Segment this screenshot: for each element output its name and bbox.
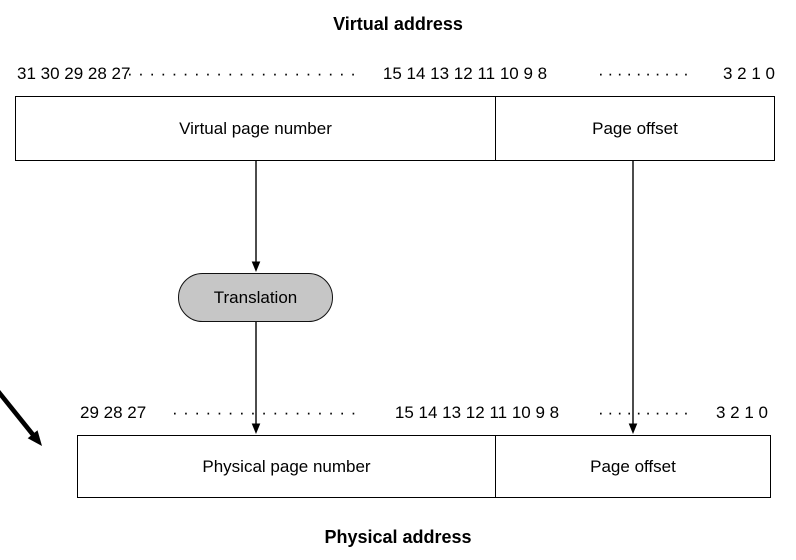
offset-to-offset-arrow: [628, 161, 638, 434]
physical-bits-middle: 15 14 13 12 11 10 9 8: [394, 403, 560, 422]
physical-address-box: Physical page number Page offset: [77, 435, 771, 498]
virtual-bits-middle: 15 14 13 12 11 10 9 8: [382, 64, 548, 83]
virtual-address-box: Virtual page number Page offset: [15, 96, 775, 161]
physical-bits-low: 3 2 1 0: [716, 403, 768, 422]
virtual-bits-ellipsis-right: ··········: [598, 64, 688, 83]
physical-bits-ellipsis-left: ··················: [172, 403, 357, 422]
physical-bits-ellipsis-right: ··········: [598, 403, 688, 422]
virtual-bits-low: 3 2 1 0: [723, 64, 775, 83]
vpn-to-translation-arrow: [251, 161, 261, 272]
physical-bits-high: 29 28 27: [80, 403, 147, 422]
virtual-address-title: Virtual address: [333, 14, 463, 34]
virtual-page-offset-field: Page offset: [592, 118, 678, 138]
figure-callout-arrow: [0, 390, 42, 446]
translation-bubble: Translation: [178, 273, 333, 322]
virtual-bits-high: 31 30 29 28 27: [17, 64, 131, 83]
physical-address-title: Physical address: [324, 527, 472, 547]
virtual-page-number-field: Virtual page number: [16, 97, 496, 160]
physical-page-offset-field: Page offset: [590, 456, 676, 476]
physical-page-number-field: Physical page number: [78, 436, 496, 497]
virtual-bits-ellipsis-left: ·····················: [127, 64, 359, 83]
